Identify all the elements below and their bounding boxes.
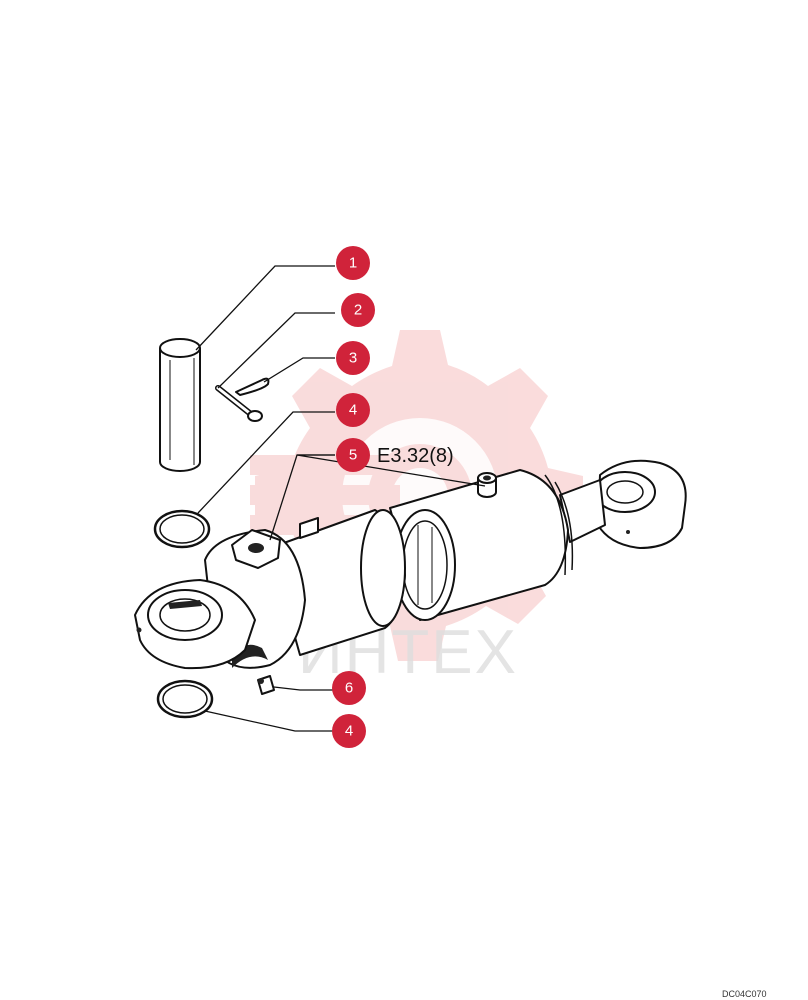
seal-ring-lower xyxy=(156,679,214,719)
drawing-code: DC04C070 xyxy=(722,989,767,999)
seal-ring-upper xyxy=(153,509,211,549)
leader-lines xyxy=(195,265,486,732)
callout-number: 6 xyxy=(345,680,353,697)
bolt-part xyxy=(215,385,263,422)
callout-3[interactable]: 3 xyxy=(336,341,370,375)
grease-nipple-part xyxy=(257,675,275,695)
rod-end-eye xyxy=(594,459,687,549)
base-eye xyxy=(134,579,256,670)
front-tube xyxy=(269,509,406,656)
callout-5-reference: E3.32(8) xyxy=(377,445,454,467)
callout-1[interactable]: 1 xyxy=(336,246,370,280)
callout-6[interactable]: 6 xyxy=(332,671,366,705)
callout-2[interactable]: 2 xyxy=(341,293,375,327)
split-pin-part xyxy=(235,377,270,396)
callout-4-lower[interactable]: 4 xyxy=(332,714,366,748)
callout-number: 4 xyxy=(345,723,353,740)
piston-sleeve xyxy=(394,509,456,621)
callout-4-upper[interactable]: 4 xyxy=(336,393,370,427)
callout-number: 2 xyxy=(354,302,362,319)
callout-number: 4 xyxy=(349,402,357,419)
callout-number: 5 xyxy=(349,447,357,464)
callout-number: 1 xyxy=(349,255,357,272)
hydraulic-cylinder xyxy=(134,459,687,695)
callout-5[interactable]: 5 xyxy=(336,438,370,472)
callout-number: 3 xyxy=(349,350,357,367)
pin-part xyxy=(159,338,201,472)
